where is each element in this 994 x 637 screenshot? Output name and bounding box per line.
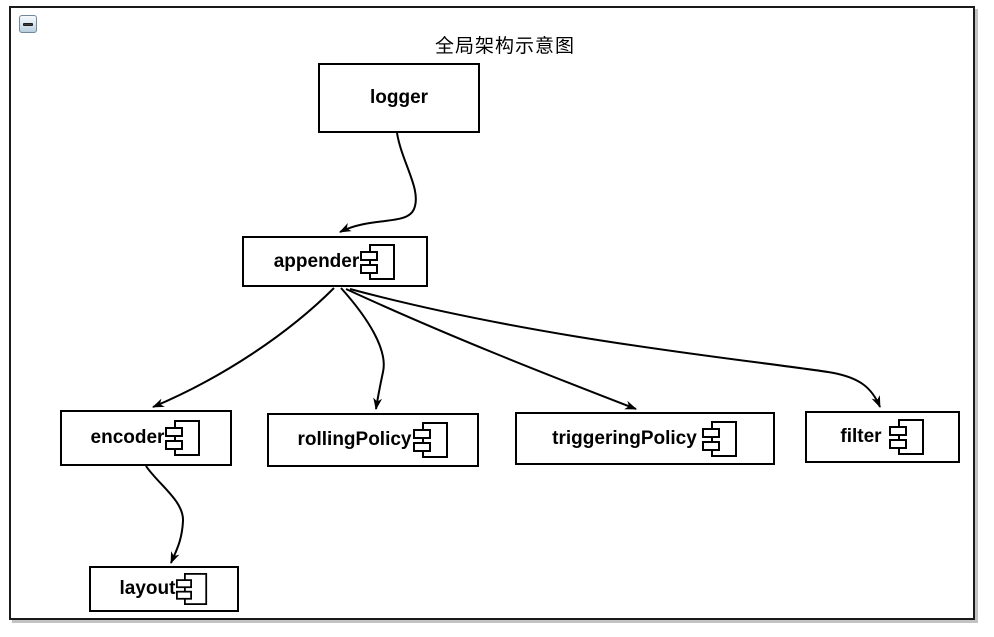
component-icon	[888, 419, 924, 455]
node-rollingPolicy[interactable]: rollingPolicy	[267, 413, 479, 467]
component-icon	[412, 422, 448, 458]
diagram-title: 全局架构示意图	[434, 36, 575, 57]
node-encoder[interactable]: encoder	[60, 410, 232, 466]
node-label: logger	[369, 87, 429, 108]
component-icon	[360, 243, 396, 280]
node-appender[interactable]: appender	[242, 236, 428, 287]
node-triggeringPolicy[interactable]: triggeringPolicy	[515, 412, 775, 465]
minus-icon	[23, 23, 33, 26]
component-icon	[165, 420, 201, 456]
node-label: rollingPolicy	[297, 429, 412, 450]
node-logger[interactable]: logger	[318, 63, 480, 133]
diagram-canvas	[9, 6, 975, 620]
component-icon	[701, 420, 737, 457]
node-label: layout	[119, 578, 176, 599]
node-label: encoder	[90, 427, 165, 448]
node-label: triggeringPolicy	[552, 427, 697, 449]
node-label: appender	[273, 250, 360, 272]
component-icon	[176, 573, 208, 605]
node-layout[interactable]: layout	[89, 566, 239, 612]
collapse-button[interactable]	[19, 15, 37, 33]
node-label: filter	[840, 426, 882, 447]
node-filter[interactable]: filter	[805, 411, 960, 463]
